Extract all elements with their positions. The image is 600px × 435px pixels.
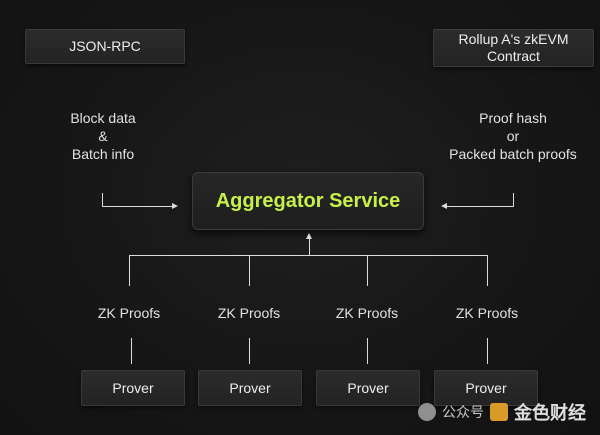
right-edge-label-line1: Proof hash	[479, 110, 547, 126]
aggregator-service-label: Aggregator Service	[215, 189, 401, 212]
bus-drop-1	[129, 255, 130, 286]
left-connector-horizontal	[102, 206, 172, 207]
zk-proofs-label-2: ZK Proofs	[217, 305, 281, 321]
brand-logo-icon	[490, 403, 508, 421]
rollup-contract-label-line1: Rollup A's zkEVM	[458, 31, 569, 47]
prover-label-1: Prover	[112, 379, 154, 396]
prover-node-1: Prover	[81, 370, 185, 406]
left-edge-label-line3: Batch info	[71, 146, 135, 162]
json-rpc-label: JSON-RPC	[69, 38, 141, 54]
prover-label-4: Prover	[465, 379, 507, 396]
watermark-brand: 金色财经	[514, 403, 586, 423]
prover-label-3: Prover	[347, 379, 389, 396]
watermark-text: 公众号	[442, 404, 484, 420]
right-arrowhead-icon	[441, 203, 447, 209]
left-arrowhead-icon	[172, 203, 178, 209]
zk-proofs-label-3: ZK Proofs	[335, 305, 399, 321]
prover-link-1	[131, 338, 132, 364]
prover-node-2: Prover	[198, 370, 302, 406]
prover-node-4: Prover	[434, 370, 538, 406]
bus-drop-2	[249, 255, 250, 286]
prover-link-2	[249, 338, 250, 364]
prover-node-3: Prover	[316, 370, 420, 406]
rollup-contract-node: Rollup A's zkEVM Contract	[433, 29, 594, 67]
zk-proofs-label-1: ZK Proofs	[97, 305, 161, 321]
prover-link-3	[367, 338, 368, 364]
bus-drop-4	[487, 255, 488, 286]
watermark: 公众号 金色财经	[418, 399, 586, 425]
prover-label-2: Prover	[229, 379, 271, 396]
right-connector-vertical	[513, 193, 514, 207]
prover-link-4	[487, 338, 488, 364]
left-edge-label-line1: Block data	[70, 110, 136, 126]
wechat-icon	[418, 403, 436, 421]
zk-proofs-label-4: ZK Proofs	[455, 305, 519, 321]
bus-to-aggregator-line	[309, 239, 310, 255]
bus-drop-3	[367, 255, 368, 286]
json-rpc-node: JSON-RPC	[25, 29, 185, 64]
right-connector-horizontal	[447, 206, 514, 207]
right-edge-label-line2: or	[506, 128, 520, 144]
aggregator-service-node: Aggregator Service	[192, 172, 424, 230]
left-edge-label-line2: &	[98, 128, 108, 144]
up-arrowhead-icon	[306, 233, 312, 239]
left-edge-label: Block data & Batch info	[55, 109, 151, 163]
right-edge-label: Proof hash or Packed batch proofs	[438, 109, 588, 163]
left-connector-vertical	[102, 193, 103, 207]
right-edge-label-line3: Packed batch proofs	[449, 146, 577, 162]
rollup-contract-label-line2: Contract	[487, 48, 540, 64]
prover-bus-line	[129, 255, 488, 256]
